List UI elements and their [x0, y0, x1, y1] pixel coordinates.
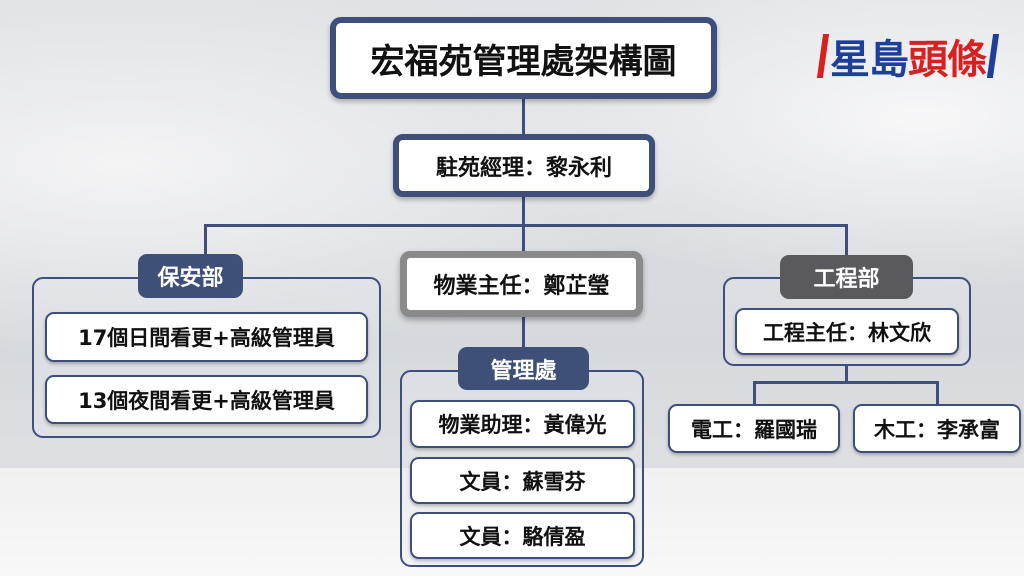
property-supervisor-box: 物業主任：鄭芷瑩: [400, 251, 643, 317]
logo-text-blue: 星島: [830, 37, 909, 83]
logo-text-red: 頭條: [908, 37, 987, 83]
carpenter-box: 木工：李承富: [853, 404, 1021, 453]
connector-electrician: [753, 381, 756, 405]
chart-title: 宏福苑管理處架構圖: [330, 17, 717, 99]
connector-eng-staff: [845, 365, 848, 383]
connector-title-manager: [522, 98, 525, 138]
connector-office: [522, 316, 525, 349]
office-item: 文員：蘇雪芬: [410, 457, 635, 504]
engineering-label: 工程部: [780, 255, 913, 299]
manager-box: 駐苑經理：黎永利: [393, 134, 655, 197]
electrician-box: 電工：羅國瑞: [668, 404, 840, 453]
connector-security: [204, 224, 207, 256]
security-day-shift: 17個日間看更+高級管理員: [45, 312, 368, 362]
connector-eng-staff-horizontal: [753, 381, 939, 384]
engineering-head: 工程主任：林文欣: [735, 308, 959, 355]
connector-engineering: [845, 224, 848, 256]
office-item: 文員：駱倩盈: [410, 512, 635, 559]
office-item: 物業助理：黃偉光: [410, 400, 635, 448]
management-office-label: 管理處: [458, 347, 589, 390]
logo: 星島 頭條: [816, 30, 1012, 83]
security-night-shift: 13個夜間看更+高級管理員: [45, 375, 368, 424]
connector-carpenter: [936, 381, 939, 405]
connector-horizontal: [204, 224, 848, 227]
security-label: 保安部: [138, 254, 243, 298]
